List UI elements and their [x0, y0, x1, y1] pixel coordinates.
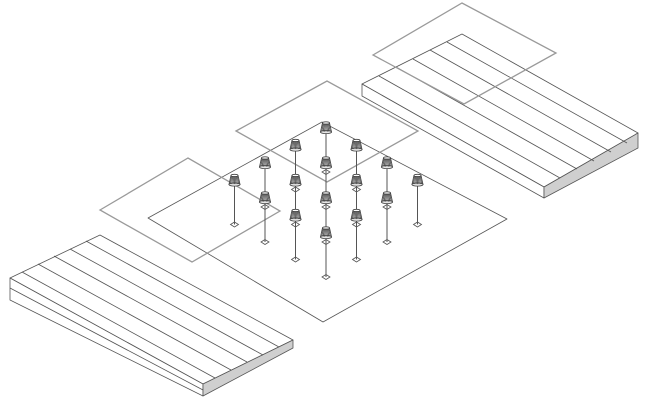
lamp-r4-c2 — [258, 191, 272, 245]
lamp-shade-icon — [350, 173, 363, 187]
platform-left-step-lines — [9, 240, 280, 391]
lamp-shade-icon — [258, 191, 272, 204]
floating-panel-center — [234, 80, 420, 183]
lamp-shade-icon — [289, 208, 302, 222]
platform-right-side — [543, 132, 639, 199]
lamp-shade-icon — [380, 156, 394, 169]
lamp-r1-c4 — [411, 173, 424, 228]
ground-plane — [147, 121, 508, 323]
stepped-platform-left — [9, 234, 294, 397]
lamp-shade-icon — [319, 191, 333, 204]
platform-right-step-lines — [378, 41, 628, 179]
lamp-shade-icon — [350, 208, 363, 222]
lamp-shade-icon — [411, 173, 424, 187]
lamp-shade-icon — [350, 138, 363, 152]
lamp-r4-c4 — [319, 226, 333, 280]
lamp-r2-c2 — [319, 156, 333, 210]
stepped-platform-right — [361, 33, 639, 199]
lamp-shade-icon — [289, 173, 302, 187]
lamp-r4-c1 — [228, 173, 241, 228]
lamp-shade-icon — [319, 121, 333, 134]
lamp-r2-c4 — [380, 191, 394, 245]
floating-panel-left — [98, 157, 282, 263]
lamp-shade-icon — [228, 173, 241, 187]
lamp-r2-c3 — [350, 173, 363, 228]
floating-panel-right-frame — [371, 2, 558, 105]
lamp-shade-icon — [289, 138, 302, 152]
lamp-shade-icon — [258, 156, 272, 169]
lamp-shade-icon — [380, 191, 394, 204]
lamp-shade-icon — [319, 156, 333, 169]
lamp-r4-c3 — [289, 208, 302, 263]
lamp-r1-c2 — [350, 138, 363, 193]
lamp-grid — [228, 121, 424, 280]
lamp-r3-c1 — [258, 156, 272, 210]
lamp-shade-icon — [319, 226, 333, 239]
lamp-r3-c2 — [289, 173, 302, 228]
lamp-r3-c4 — [350, 208, 363, 263]
